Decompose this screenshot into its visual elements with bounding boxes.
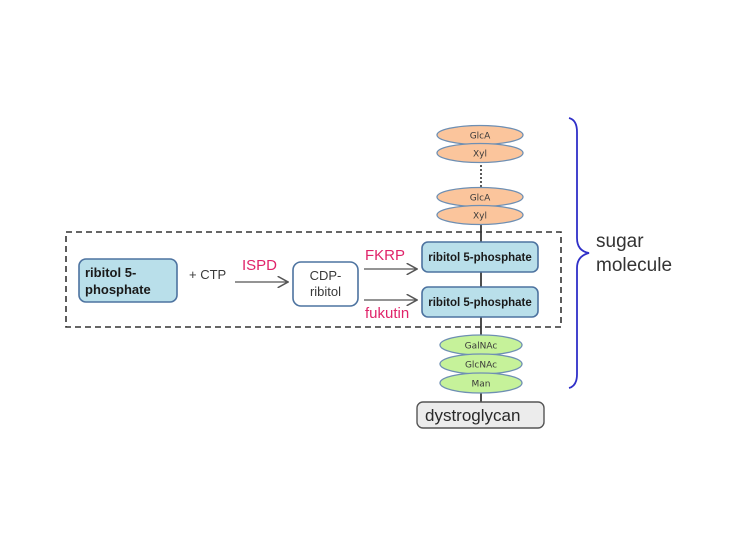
cosubstrate-label: + CTP <box>189 267 226 282</box>
dystroglycan-label: dystroglycan <box>425 406 520 425</box>
intermediate-line-1: CDP- <box>310 268 342 283</box>
sugar-label: GlcA <box>470 132 491 142</box>
sugar-glcnac: GlcNAc <box>439 353 523 375</box>
sugar-glca-top: GlcA <box>436 124 524 146</box>
enzyme-fukutin-label: fukutin <box>365 305 409 322</box>
pathway-dashed-box <box>65 231 562 328</box>
substrate-line-2: phosphate <box>85 282 151 297</box>
sugar-man: Man <box>439 372 523 394</box>
brace-label-line-2: molecule <box>596 255 672 276</box>
product-box-lower: ribitol 5-phosphate <box>421 286 539 318</box>
sugar-xyl-bottom: Xyl <box>436 204 524 226</box>
brace-label-line-1: sugar <box>596 231 644 252</box>
sugar-xyl-top: Xyl <box>436 142 524 164</box>
substrate-line-1: ribitol 5- <box>85 265 136 280</box>
curly-brace <box>568 117 590 389</box>
sugar-label: GlcNAc <box>465 361 497 371</box>
intermediate-box: CDP- ribitol <box>292 261 359 307</box>
sugar-label: Man <box>472 380 491 390</box>
sugar-galnac: GalNAc <box>439 334 523 356</box>
enzyme-ispd-label: ISPD <box>242 257 277 274</box>
product-upper-label: ribitol 5-phosphate <box>428 252 532 264</box>
product-lower-label: ribitol 5-phosphate <box>428 297 532 309</box>
product-box-upper: ribitol 5-phosphate <box>421 241 539 273</box>
enzyme-fkrp-label: FKRP <box>365 247 405 264</box>
substrate-box: ribitol 5- phosphate <box>78 258 178 303</box>
sugar-label: GalNAc <box>465 342 498 352</box>
sugar-glca-bottom: GlcA <box>436 186 524 208</box>
sugar-label: GlcA <box>470 194 491 204</box>
intermediate-line-2: ribitol <box>310 284 341 299</box>
sugar-label: Xyl <box>473 150 487 160</box>
sugar-label: Xyl <box>473 212 487 222</box>
dystroglycan-box: dystroglycan <box>416 401 545 429</box>
